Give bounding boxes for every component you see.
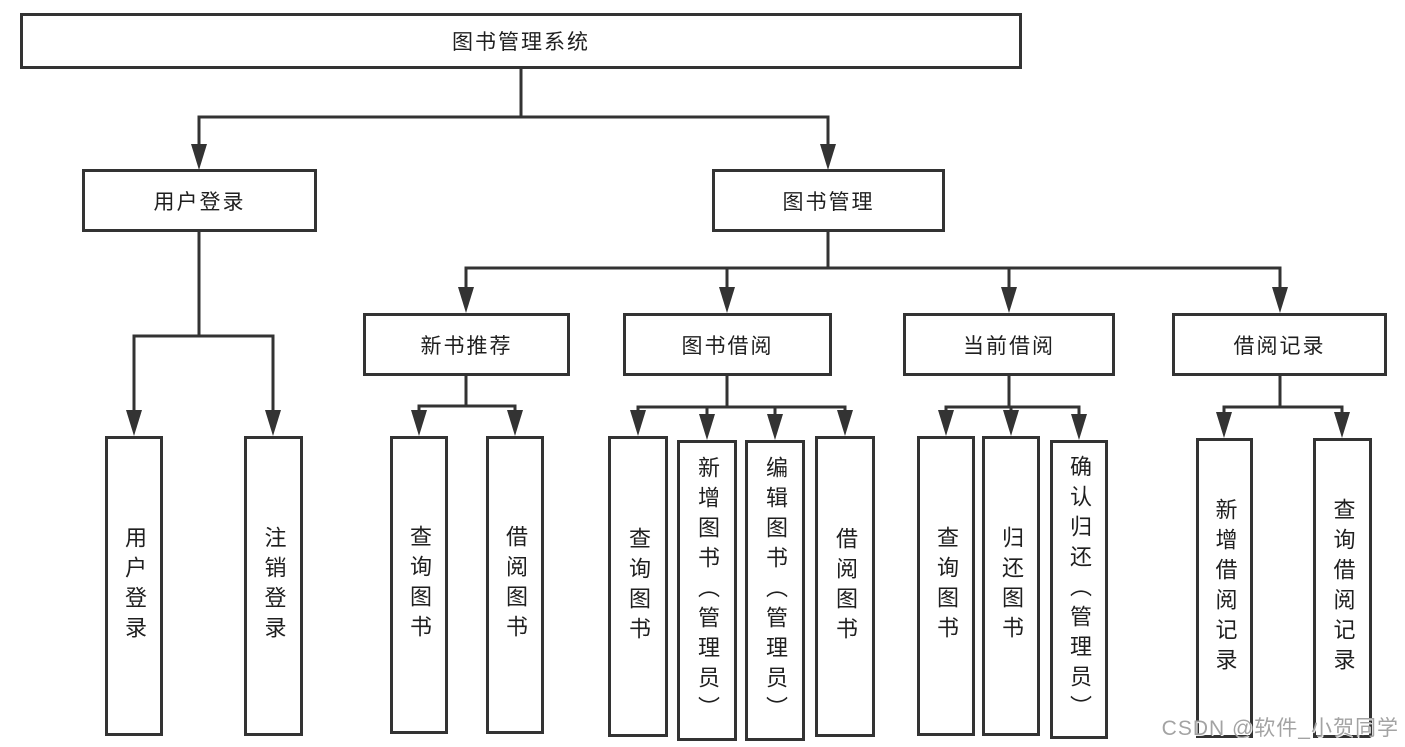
- leaf-bb-add-books-admin-label: 新增图书（管理员）: [695, 455, 720, 726]
- node-current-borrowing: 当前借阅: [903, 313, 1115, 376]
- leaf-cb-query-books-label: 查询图书: [934, 526, 959, 646]
- leaf-bb-add-books-admin: 新增图书（管理员）: [677, 440, 737, 741]
- leaf-nbr-borrow-books: 借阅图书: [486, 436, 544, 734]
- node-current-borrowing-label: 当前借阅: [963, 334, 1055, 358]
- leaf-bb-query-books-label: 查询图书: [626, 526, 651, 647]
- node-book-management-branch-label: 图书管理: [782, 190, 875, 214]
- leaf-nbr-borrow-books-label: 借阅图书: [503, 525, 528, 645]
- csdn-watermark: CSDN @软件_小贺同学: [1161, 717, 1399, 740]
- node-borrowing-records-label: 借阅记录: [1233, 334, 1326, 358]
- leaf-cb-query-books: 查询图书: [917, 436, 975, 736]
- leaf-nbr-query-books: 查询图书: [390, 436, 448, 734]
- leaf-logout: 注销登录: [244, 436, 303, 736]
- node-book-management-branch: 图书管理: [712, 169, 945, 232]
- leaf-bb-borrow-books: 借阅图书: [815, 436, 875, 737]
- node-borrowing-records: 借阅记录: [1172, 313, 1387, 376]
- node-new-book-recommend: 新书推荐: [363, 313, 570, 376]
- leaf-cb-confirm-return-admin-label: 确认归还（管理员）: [1067, 454, 1092, 725]
- arrowheads: [126, 144, 1350, 440]
- leaf-bb-edit-books-admin-label: 编辑图书（管理员）: [763, 455, 788, 726]
- leaf-cb-return-books-label: 归还图书: [999, 526, 1024, 646]
- leaf-cb-return-books: 归还图书: [982, 436, 1040, 736]
- leaf-br-add-record-label: 新增借阅记录: [1212, 498, 1238, 678]
- leaf-bb-query-books: 查询图书: [608, 436, 668, 737]
- leaf-logout-label: 注销登录: [261, 526, 287, 646]
- leaf-br-add-record: 新增借阅记录: [1196, 438, 1253, 738]
- node-book-borrowing-label: 图书借阅: [681, 334, 774, 358]
- leaf-user-login-label: 用户登录: [122, 526, 147, 646]
- leaf-br-query-record: 查询借阅记录: [1313, 438, 1372, 738]
- node-book-borrowing: 图书借阅: [623, 313, 832, 376]
- leaf-bb-borrow-books-label: 借阅图书: [833, 526, 858, 647]
- leaf-user-login: 用户登录: [105, 436, 163, 736]
- node-new-book-recommend-label: 新书推荐: [420, 334, 513, 358]
- node-user-login-branch-label: 用户登录: [153, 190, 246, 214]
- leaf-bb-edit-books-admin: 编辑图书（管理员）: [745, 440, 805, 741]
- leaf-cb-confirm-return-admin: 确认归还（管理员）: [1050, 440, 1108, 739]
- leaf-br-query-record-label: 查询借阅记录: [1330, 498, 1356, 678]
- node-library-management-system-label: 图书管理系统: [452, 31, 590, 54]
- node-user-login-branch: 用户登录: [82, 169, 317, 232]
- node-library-management-system: 图书管理系统: [20, 13, 1022, 69]
- leaf-nbr-query-books-label: 查询图书: [407, 525, 432, 645]
